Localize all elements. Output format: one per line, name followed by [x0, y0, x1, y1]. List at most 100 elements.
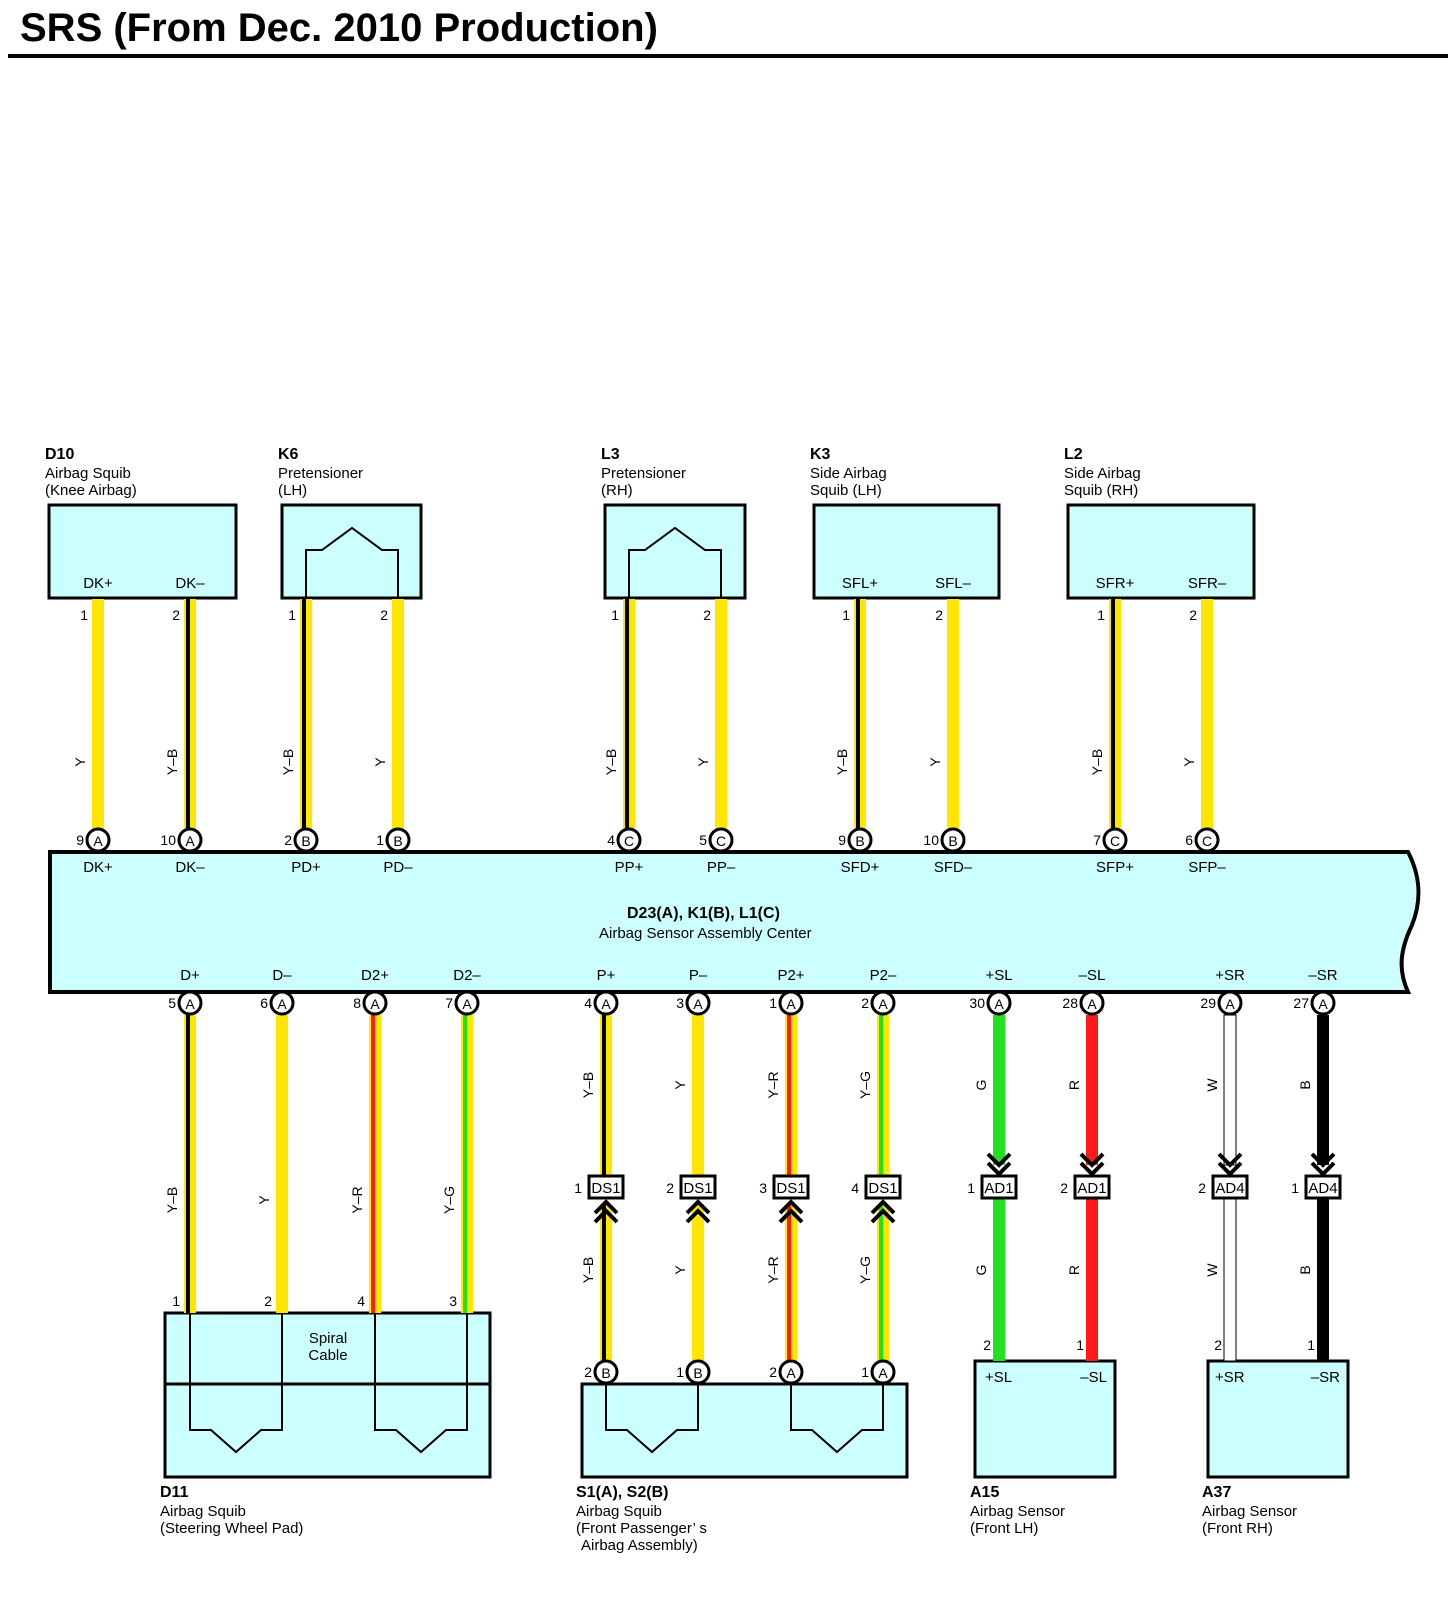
pin-number: 1 — [288, 607, 296, 623]
ecu-terminal-label: D+ — [180, 967, 200, 984]
component-code: D10 — [45, 446, 74, 463]
component-code: S1(A), S2(B) — [576, 1484, 668, 1501]
component-desc: Airbag Squib — [576, 1503, 662, 1520]
component-pin-number: 2 — [983, 1337, 991, 1353]
ecu-terminal-label: SFP+ — [1096, 859, 1134, 876]
wire-color-code: Y — [672, 1265, 688, 1275]
junction-connector-label: DS1 — [776, 1180, 805, 1197]
ecu-pin-number: 4 — [607, 832, 615, 848]
pretensioner-symbol — [628, 526, 722, 598]
ecu-pin-number: 1 — [376, 832, 384, 848]
ecu-terminal-label: D– — [272, 967, 292, 984]
ecu-terminal-label: P2+ — [777, 967, 804, 984]
ecu-terminal-label: D2+ — [361, 967, 389, 984]
junction-connector — [864, 1174, 902, 1200]
terminal-label: SFL– — [935, 575, 972, 592]
female-terminal-icon — [1310, 1152, 1336, 1177]
ecu-connector-mark-letter: A — [786, 996, 796, 1012]
ecu-connector-mark — [177, 990, 203, 1016]
junction-pin-number: 3 — [759, 1180, 767, 1196]
component-desc: Pretensioner — [601, 465, 686, 482]
ecu-terminal-label: –SR — [1308, 967, 1337, 984]
wire-color-code: Y–B — [1089, 749, 1105, 775]
component-desc: Airbag Squib — [160, 1503, 246, 1520]
component-desc: (Front Passenger’ s — [576, 1520, 707, 1537]
component-connector-mark — [870, 1359, 896, 1385]
ecu-connector-mark-letter: A — [601, 996, 611, 1012]
ecu-terminal-label: DK– — [175, 859, 205, 876]
ecu-name: Airbag Sensor Assembly Center — [599, 925, 812, 942]
title-rule — [8, 54, 1448, 58]
junction-connector-label: DS1 — [868, 1180, 897, 1197]
wire-color-code: Y–R — [765, 1071, 781, 1098]
component-code: A15 — [970, 1484, 999, 1501]
wires — [92, 599, 1329, 1362]
wire-DK+ — [92, 599, 104, 828]
component-desc: (Front LH) — [970, 1520, 1038, 1537]
ecu-connector-mark — [385, 827, 411, 853]
female-terminal-icon — [1217, 1152, 1243, 1177]
ecu-pin-number: 2 — [861, 995, 869, 1011]
ecu-connector-mark-letter: C — [1202, 833, 1212, 849]
ecu-connector-mark-letter: A — [994, 996, 1004, 1012]
junction-pin-number: 1 — [1291, 1180, 1299, 1196]
ecu-pin-number: 9 — [76, 832, 84, 848]
ecu-connector-mark — [1194, 827, 1220, 853]
ecu-connector-mark — [1102, 827, 1128, 853]
wire-color-code: Y–B — [580, 1257, 596, 1283]
wire-P+-stripe — [602, 1015, 606, 1176]
wire-color-code: W — [1204, 1263, 1220, 1277]
component-desc: Airbag Sensor — [970, 1503, 1065, 1520]
pin-number: 2 — [703, 607, 711, 623]
ecu-connector-mark-letter: A — [370, 996, 380, 1012]
ecu-connector-mark — [847, 827, 873, 853]
wire-color-code: R — [1066, 1265, 1082, 1275]
wire-P2+-lower-stripe — [787, 1205, 791, 1361]
ecu-pin-number: 1 — [769, 995, 777, 1011]
ecu-connector-mark — [269, 990, 295, 1016]
ecu-connector-mark-letter: B — [855, 833, 864, 849]
junction-connector — [772, 1174, 810, 1200]
wire-color-code: Y–R — [349, 1186, 365, 1213]
wire-color-code: Y — [1181, 757, 1197, 767]
ecu-connector-mark — [940, 827, 966, 853]
junction-connector-label: AD4 — [1308, 1180, 1337, 1197]
squib-symbol — [374, 1313, 468, 1454]
ecu-connector-mark — [1310, 990, 1336, 1016]
junction-connector-label: DS1 — [683, 1180, 712, 1197]
component-box-s1-s2 — [580, 1382, 909, 1479]
ecu-terminal-label: SFD+ — [841, 859, 880, 876]
ecu-terminal-label: PD+ — [291, 859, 321, 876]
wire-SFD+-stripe — [856, 599, 860, 828]
ecu-connector-mark — [177, 827, 203, 853]
ecu-terminal-label: PD– — [383, 859, 413, 876]
terminal-label: SFR– — [1188, 575, 1227, 592]
ecu-connector-mark-letter: A — [185, 833, 195, 849]
wire-–SR — [1317, 1015, 1329, 1165]
pretensioner-symbol — [305, 526, 399, 598]
component-desc: (RH) — [601, 482, 633, 499]
junction-connector-label: DS1 — [591, 1180, 620, 1197]
ecu-connector-mark — [685, 990, 711, 1016]
wire-color-code: Y–G — [857, 1256, 873, 1284]
ecu-body — [48, 850, 1421, 994]
junction-connector — [587, 1174, 625, 1200]
pin-number: 2 — [172, 607, 180, 623]
ecu-terminal-label: +SR — [1215, 967, 1245, 984]
component-code: L2 — [1064, 446, 1083, 463]
ecu-terminal-label: –SL — [1079, 967, 1106, 984]
ecu-pin-number: 2 — [284, 832, 292, 848]
ecu-terminal-label: PP+ — [615, 859, 644, 876]
component-connector-mark-letter: B — [601, 1365, 610, 1381]
wire-color-code: Y–B — [580, 1072, 596, 1098]
ecu-pin-number: 9 — [838, 832, 846, 848]
component-code: K3 — [810, 446, 831, 463]
component-box-k6 — [280, 503, 423, 600]
component-code: D11 — [160, 1484, 189, 1501]
component-desc: (Knee Airbag) — [45, 482, 137, 499]
wire-SFP+-stripe — [1111, 599, 1115, 828]
ecu-connector-mark-letter: A — [1225, 996, 1235, 1012]
ecu-connector-mark — [293, 827, 319, 853]
terminal-label: DK+ — [83, 575, 113, 592]
component-box-a37 — [1206, 1359, 1350, 1479]
